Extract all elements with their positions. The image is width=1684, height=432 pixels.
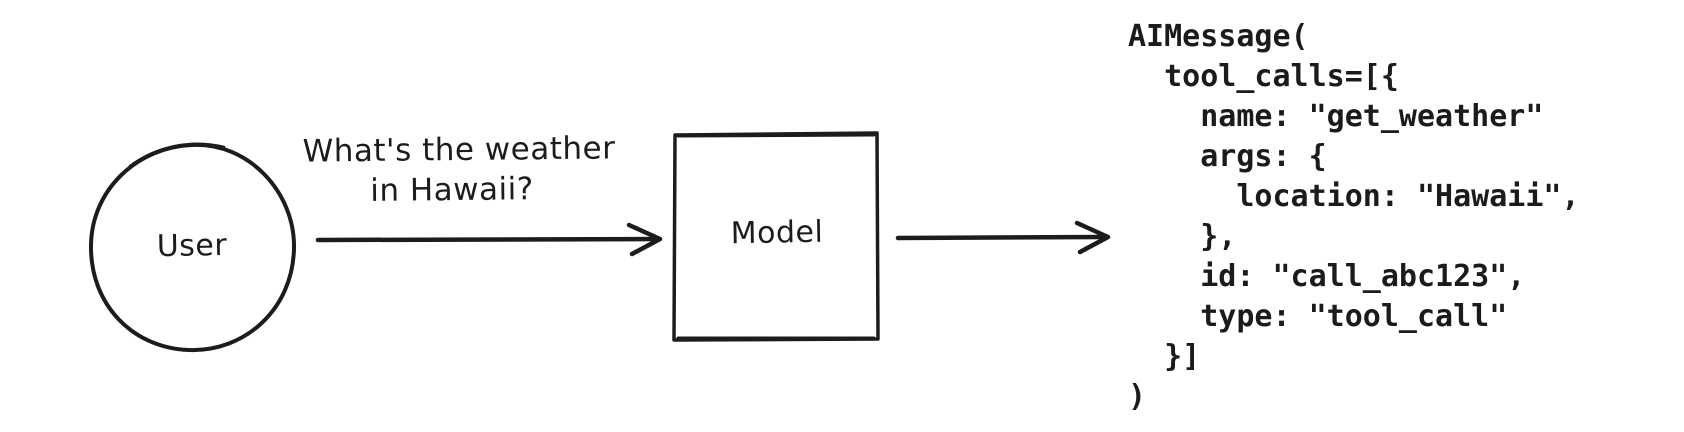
model-to-output-arrow-icon <box>895 220 1111 255</box>
user-message-line-2: in Hawaii? <box>370 171 534 209</box>
model-node-label: Model <box>730 214 824 252</box>
user-message-line-1: What's the weather <box>302 130 616 170</box>
code-line: }, <box>1128 219 1237 254</box>
code-line: type: "tool_call" <box>1128 299 1508 334</box>
user-circle-shape <box>88 142 297 353</box>
code-line: location: "Hawaii", <box>1128 179 1580 214</box>
code-line: args: { <box>1128 139 1327 174</box>
code-line: tool_calls=[{ <box>1128 59 1399 94</box>
model-box-shape <box>672 131 880 342</box>
code-line: AIMessage( <box>1128 19 1309 54</box>
code-line: }] <box>1128 339 1201 374</box>
user-to-model-arrow-icon <box>315 222 663 257</box>
code-line: ) <box>1128 379 1147 414</box>
code-line: id: "call_abc123", <box>1128 259 1526 294</box>
ai-message-code-block: AIMessage( tool_calls=[{ name: "get_weat… <box>1128 17 1580 417</box>
user-node-label: User <box>156 227 228 265</box>
code-line: name: "get_weather" <box>1128 99 1544 134</box>
